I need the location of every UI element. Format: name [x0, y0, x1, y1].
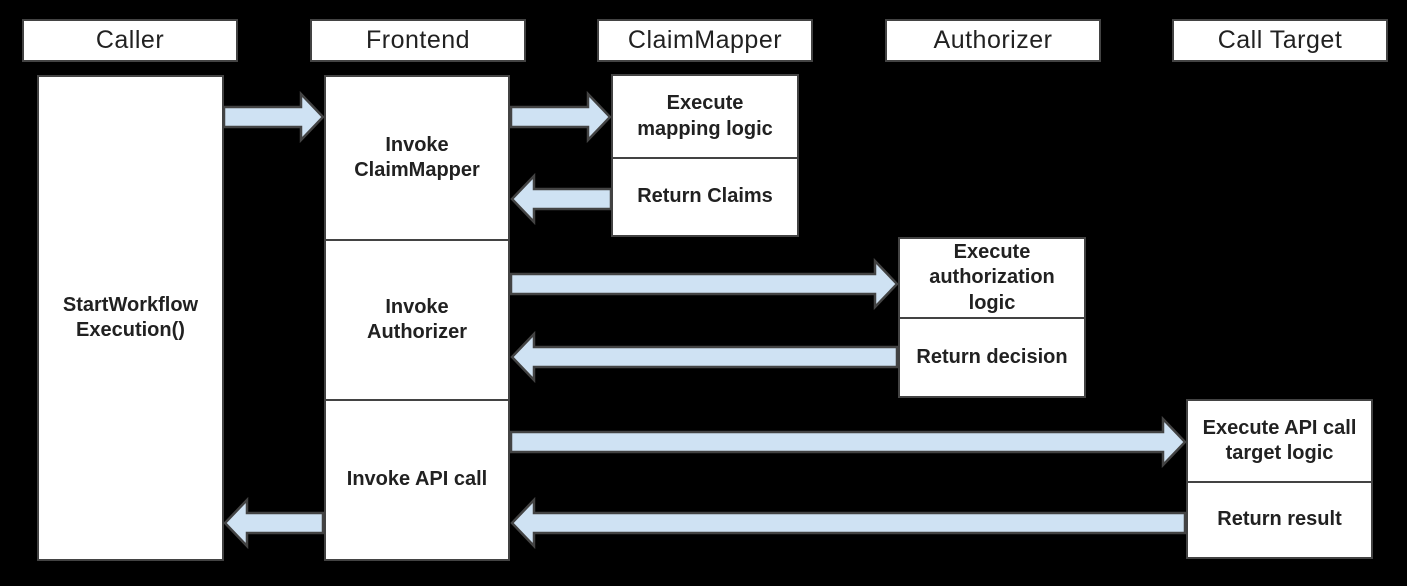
caller-activation-label: StartWorkflow Execution()	[62, 293, 199, 341]
claimmapper-return-to-frontend-arrow	[510, 172, 613, 226]
frontend-step-invoke-api-call: Invoke API call	[326, 399, 508, 559]
authorizer-step-return-decision: Return decision	[900, 317, 1084, 396]
claimmapper-activation-box: Execute mapping logic Return Claims	[611, 74, 799, 237]
caller-activation-box: StartWorkflow Execution()	[37, 75, 224, 561]
lane-header-authorizer: Authorizer	[885, 19, 1101, 62]
frontend-step-invoke-claimmapper: Invoke ClaimMapper	[354, 133, 480, 181]
lane-header-frontend: Frontend	[310, 19, 526, 62]
lane-header-calltarget: Call Target	[1172, 19, 1388, 62]
frontend-activation-box: Invoke ClaimMapper Invoke Authorizer Inv…	[324, 75, 510, 561]
frontend-to-calltarget-arrow	[509, 415, 1187, 469]
frontend-to-claimmapper-arrow	[509, 90, 612, 144]
calltarget-step-return-result: Return result	[1188, 481, 1371, 557]
authorizer-activation-box: Execute authorization logic Return decis…	[898, 237, 1086, 398]
frontend-step-invoke-authorizer: Invoke Authorizer	[326, 239, 508, 399]
lane-header-claimmapper: ClaimMapper	[597, 19, 813, 62]
frontend-to-caller-arrow	[223, 496, 325, 550]
calltarget-activation-box: Execute API call target logic Return res…	[1186, 399, 1373, 559]
authorizer-return-to-frontend-arrow	[510, 330, 899, 384]
calltarget-step-execute-api-call-target-logic: Execute API call target logic	[1202, 416, 1357, 464]
lane-header-caller: Caller	[22, 19, 238, 62]
frontend-to-authorizer-arrow	[509, 257, 899, 311]
claimmapper-step-execute-mapping-logic: Execute mapping logic	[637, 92, 773, 140]
claimmapper-step-return-claims: Return Claims	[613, 157, 797, 235]
caller-to-frontend-arrow	[222, 90, 325, 144]
authorizer-step-execute-authorization-logic: Execute authorization logic	[929, 241, 1055, 314]
calltarget-return-to-frontend-arrow	[510, 496, 1187, 550]
